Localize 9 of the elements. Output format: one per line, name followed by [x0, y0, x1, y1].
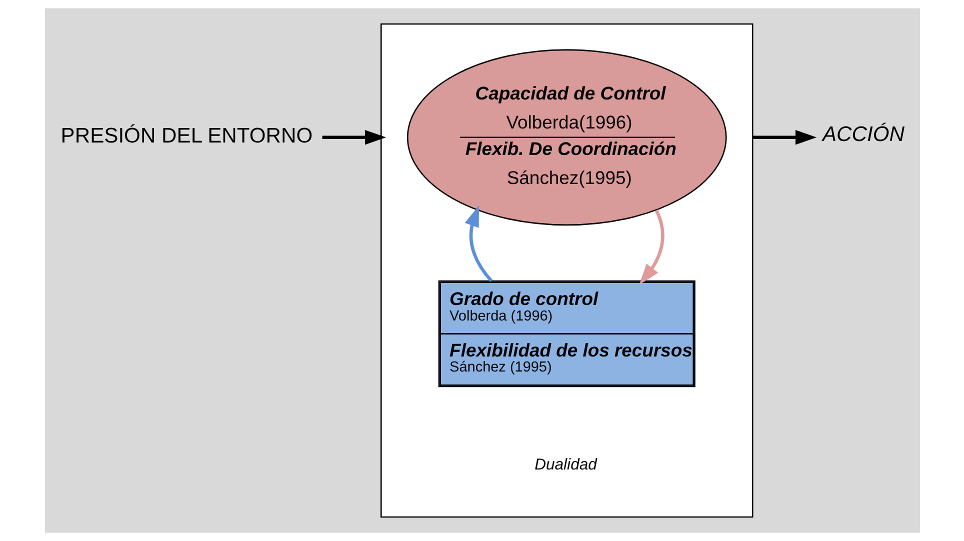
- arrow: [322, 130, 386, 145]
- node-text: ACCIÓN: [822, 123, 904, 146]
- node-ellipse: Capacidad de Control Volberda(1996) Flexib. De Coordinación Sánchez(1995): [406, 49, 726, 226]
- arrow: [638, 210, 664, 285]
- label: Dualidad: [534, 456, 596, 474]
- node-text: PRESIÓN DEL ENTORNO: [60, 124, 312, 148]
- arrow: [464, 206, 492, 282]
- cluster: [380, 23, 753, 518]
- arrow: [752, 130, 816, 145]
